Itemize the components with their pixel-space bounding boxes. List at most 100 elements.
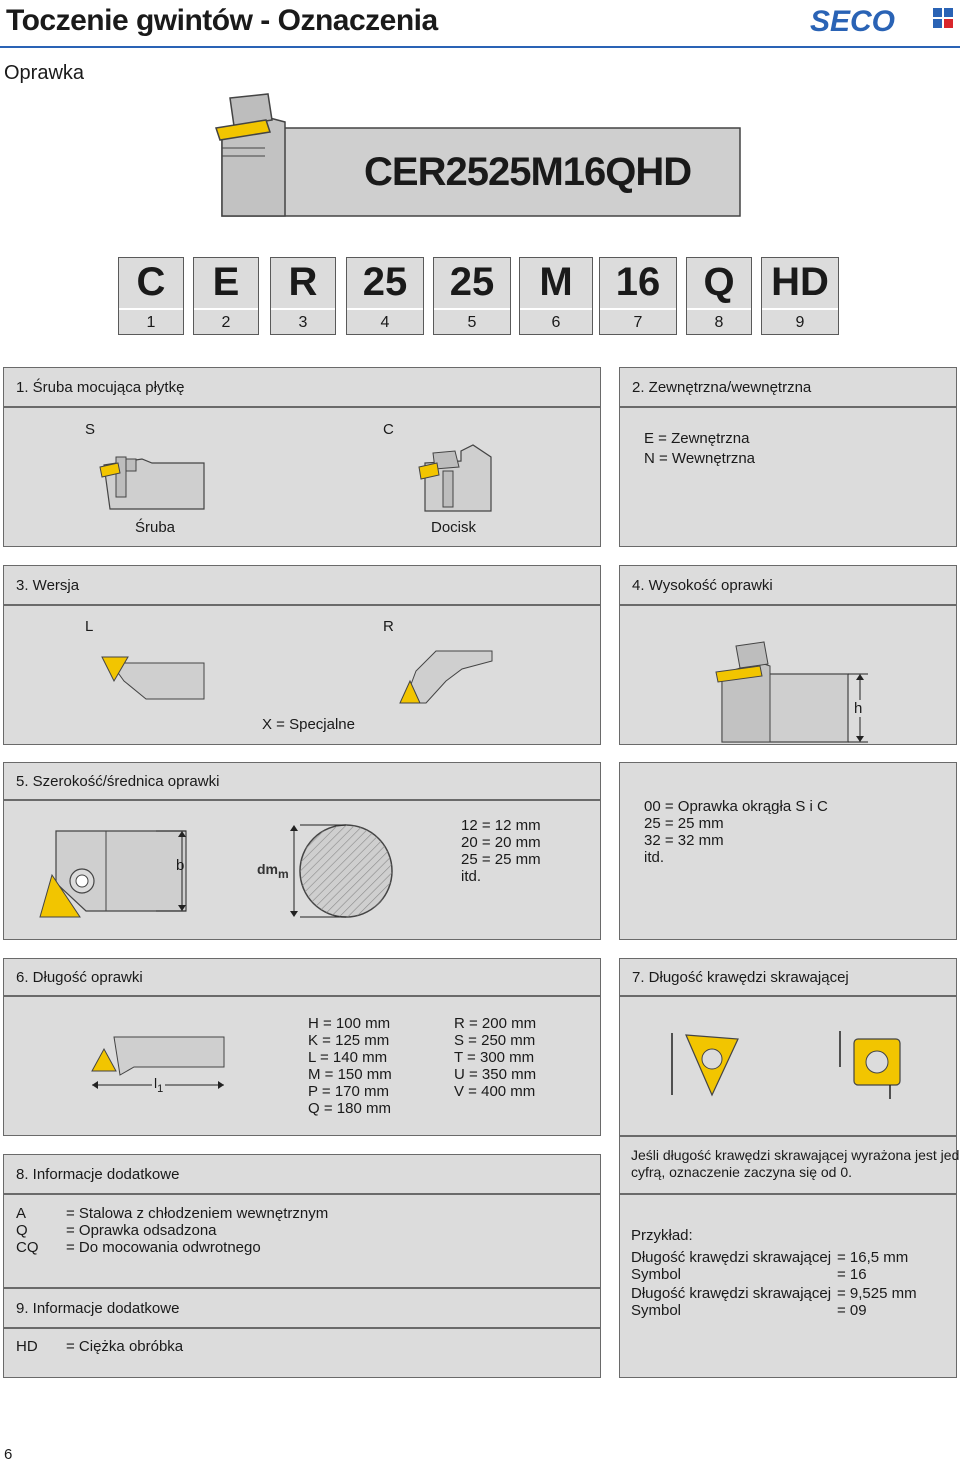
section-8-header: 8. Informacje dodatkowe <box>3 1154 601 1194</box>
section-7-note: Jeśli długość krawędzi skrawającej wyraż… <box>619 1136 960 1194</box>
section-7-example: Przykład: Długość krawędzi skrawającej =… <box>619 1194 957 1378</box>
round-shank-icon <box>290 824 393 918</box>
segment-index: 8 <box>714 314 724 331</box>
code-segment-8: Q 8 <box>686 257 752 335</box>
code-segment-4: 25 4 <box>346 257 424 335</box>
section-8-title: 8. Informacje dodatkowe <box>16 1166 180 1183</box>
width-label: b <box>176 857 185 874</box>
info-desc-hd: = Ciężka obróbka <box>66 1338 184 1355</box>
segment-value: 16 <box>615 260 661 304</box>
section-9-header: 9. Informacje dodatkowe <box>3 1288 601 1328</box>
version-l-label: L <box>85 618 94 635</box>
option-s-label: S <box>85 421 96 438</box>
page-title: Toczenie gwintów - Oznaczenia <box>6 4 438 37</box>
round-value-1: 00 = Oprawka okrągła S i C <box>644 798 828 815</box>
section-9-title: 9. Informacje dodatkowe <box>16 1300 180 1317</box>
info-code-cq: CQ <box>16 1239 39 1256</box>
cutting-edge-note-line1: Jeśli długość krawędzi skrawającej wyraż… <box>631 1147 960 1163</box>
section-6-header: 6. Długość oprawki <box>3 958 601 996</box>
page-subtitle: Oprawka <box>4 62 85 84</box>
header-rule <box>0 46 960 48</box>
segment-index: 7 <box>633 314 643 331</box>
length-code-h: H = 100 mm <box>308 1015 391 1032</box>
diameter-label-text: dm <box>257 861 278 877</box>
holder-height-icon <box>715 641 868 743</box>
segment-value: M <box>539 260 573 304</box>
logo-text: SECO <box>810 5 895 38</box>
seco-logo: SECO <box>810 5 958 38</box>
length-code-u: U = 350 mm <box>454 1066 537 1083</box>
section-4-header: 4. Wysokość oprawki <box>619 565 957 605</box>
info-code-hd: HD <box>16 1338 38 1355</box>
section-4-title: 4. Wysokość oprawki <box>632 577 773 594</box>
width-value-4: itd. <box>461 868 482 885</box>
section-3-title: 3. Wersja <box>16 577 80 594</box>
length-code-m: M = 150 mm <box>308 1066 392 1083</box>
section-7-body <box>619 996 957 1136</box>
segment-index: 9 <box>795 314 805 331</box>
section-2-title: 2. Zewnętrzna/wewnętrzna <box>632 379 812 396</box>
code-segment-7: 16 7 <box>599 257 677 335</box>
info-desc-a: = Stalowa z chłodzeniem wewnętrznym <box>66 1205 329 1222</box>
screw-clamp-icon <box>99 456 205 510</box>
segment-value: E <box>212 260 240 304</box>
round-value-3: 32 = 32 mm <box>644 832 724 849</box>
code-segment-3: R 3 <box>270 257 336 335</box>
section-3-body: L R X = Specjalne <box>3 605 601 745</box>
option-c-label: C <box>383 421 394 438</box>
section-5-body: b dmm 12 = 12 mm 20 = 20 mm 25 = 25 mm i… <box>3 800 601 940</box>
segment-value: C <box>136 260 166 304</box>
example-title: Przykład: <box>631 1227 693 1244</box>
round-value-2: 25 = 25 mm <box>644 815 724 832</box>
seco-logo-icon: SECO <box>810 5 953 38</box>
segment-value: 25 <box>362 260 408 304</box>
width-value-1: 12 = 12 mm <box>461 817 541 834</box>
info-desc-q: = Oprawka odsadzona <box>66 1222 217 1239</box>
section-2-body: E = Zewnętrzna N = Wewnętrzna <box>619 407 957 547</box>
segment-value: HD <box>771 260 829 304</box>
length-code-k: K = 125 mm <box>308 1032 390 1049</box>
section-1-header: 1. Śruba mocująca płytkę <box>3 367 601 407</box>
width-value-2: 20 = 20 mm <box>461 834 541 851</box>
segment-value: Q <box>703 260 735 304</box>
length-code-r: R = 200 mm <box>454 1015 537 1032</box>
square-insert-icon <box>839 1031 901 1099</box>
length-code-q: Q = 180 mm <box>308 1100 391 1117</box>
length-label-text: l <box>154 1075 158 1091</box>
example-label-1: Długość krawędzi skrawającej <box>631 1249 832 1266</box>
length-code-t: T = 300 mm <box>454 1049 535 1066</box>
section-4-body: h <box>619 605 957 745</box>
section-6-title: 6. Długość oprawki <box>16 969 143 986</box>
triangular-insert-icon <box>671 1033 739 1097</box>
example-value-4: = 09 <box>837 1302 867 1319</box>
segment-value: R <box>288 260 318 304</box>
top-clamp-icon <box>418 444 492 512</box>
caption-sruba: Śruba <box>135 519 176 536</box>
section-8-body: A Q CQ = Stalowa z chłodzeniem wewnętrzn… <box>3 1194 601 1288</box>
version-r-label: R <box>383 618 394 635</box>
width-value-3: 25 = 25 mm <box>461 851 541 868</box>
segment-index: 3 <box>298 314 308 331</box>
segment-value: 25 <box>449 260 495 304</box>
diameter-label: dmm <box>257 861 289 881</box>
section-5-values: 00 = Oprawka okrągła S i C 25 = 25 mm 32… <box>619 762 957 940</box>
height-label: h <box>854 700 863 717</box>
external-label: E = Zewnętrzna <box>644 430 750 447</box>
cutting-edge-note-line2: cyfrą, oznaczenie zaczyna się od 0. <box>631 1164 853 1180</box>
section-7-title: 7. Długość krawędzi skrawającej <box>632 969 849 986</box>
code-segment-2: E 2 <box>193 257 259 335</box>
diameter-label-sub: m <box>278 866 289 881</box>
segment-index: 5 <box>467 314 477 331</box>
section-5-header: 5. Szerokość/średnica oprawki <box>3 762 601 800</box>
holder-illustration <box>215 93 741 217</box>
code-segment-6: M 6 <box>519 257 593 335</box>
info-code-q: Q <box>16 1222 28 1239</box>
internal-label: N = Wewnętrzna <box>644 450 756 467</box>
example-value-1: = 16,5 mm <box>837 1249 909 1266</box>
holder-code: CER2525M16QHD <box>364 150 692 194</box>
section-1-body: S C Śruba Docisk <box>3 407 601 547</box>
section-3-header: 3. Wersja <box>3 565 601 605</box>
example-label-4: Symbol <box>631 1302 682 1319</box>
round-value-4: itd. <box>644 849 665 866</box>
example-label-3: Długość krawędzi skrawającej <box>631 1285 832 1302</box>
